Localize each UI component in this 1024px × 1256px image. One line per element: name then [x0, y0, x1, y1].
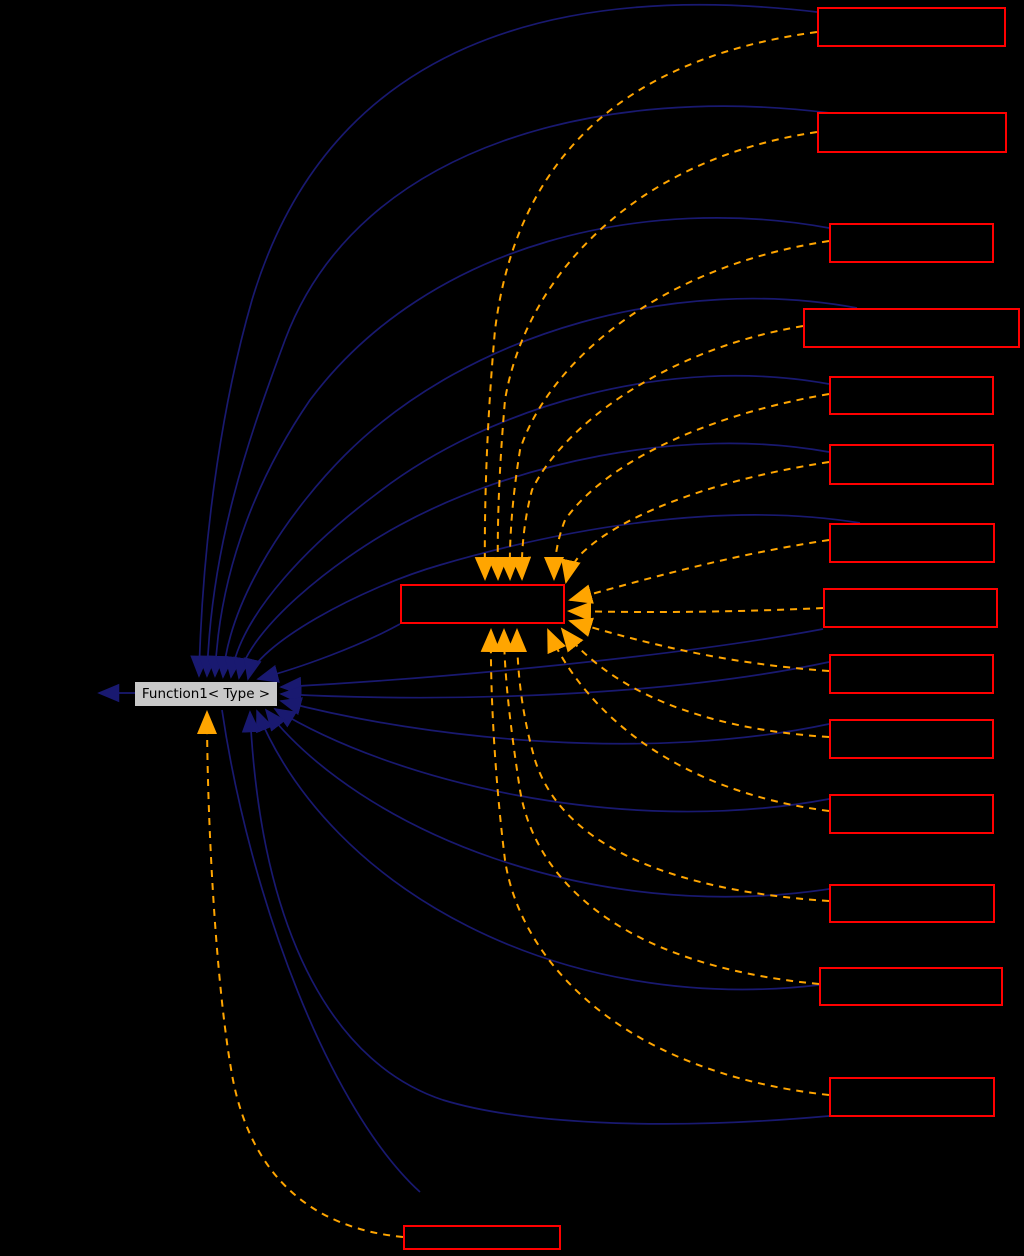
- solid-edge-6: [233, 442, 830, 680]
- right-node-11[interactable]: [829, 794, 994, 834]
- center-node: Function1< Type >: [135, 682, 277, 706]
- solid-edge-hub: [256, 623, 401, 683]
- right-node-14[interactable]: [829, 1077, 995, 1117]
- dashed-edge-8: [567, 601, 824, 622]
- solid-edge-8: [279, 628, 824, 696]
- solid-edge-11: [273, 708, 830, 813]
- dashed-edge-bottom: [197, 710, 404, 1238]
- dashed-edge-2: [487, 131, 818, 581]
- center-node-label: Function1< Type >: [141, 686, 271, 702]
- right-node-5[interactable]: [829, 376, 994, 415]
- dashed-edge-4: [511, 325, 804, 581]
- solid-edge-2: [198, 105, 831, 678]
- right-node-2[interactable]: [817, 112, 1007, 153]
- dashed-edge-13: [494, 628, 820, 985]
- solid-edge-1: [190, 4, 818, 678]
- right-node-6[interactable]: [829, 444, 994, 485]
- right-node-7[interactable]: [829, 523, 995, 563]
- right-node-4[interactable]: [803, 308, 1020, 348]
- dashed-edge-3: [499, 240, 830, 581]
- solid-edge-13: [256, 709, 820, 991]
- dashed-edge-11: [547, 628, 830, 812]
- right-node-8[interactable]: [823, 588, 998, 628]
- dashed-edge-5: [544, 393, 830, 581]
- hub-node[interactable]: [400, 584, 565, 624]
- right-node-1[interactable]: [817, 7, 1006, 47]
- dashed-edge-9: [568, 617, 830, 672]
- solid-edge-5: [224, 374, 830, 679]
- solid-edge-truncated: [221, 709, 421, 1193]
- dashed-edge-6: [561, 461, 830, 584]
- dashed-edge-1: [474, 31, 818, 581]
- dashed-edge-7: [568, 539, 830, 604]
- solid-edge-9: [279, 661, 830, 705]
- right-node-10[interactable]: [829, 719, 994, 759]
- right-node-13[interactable]: [819, 967, 1003, 1006]
- solid-edge-10: [279, 697, 830, 745]
- dashed-edge-10: [560, 627, 830, 738]
- right-node-3[interactable]: [829, 223, 994, 263]
- solid-edge-14: [241, 710, 830, 1125]
- right-node-9[interactable]: [829, 654, 994, 694]
- solid-edge-4: [215, 297, 858, 679]
- solid-edge-12: [264, 708, 830, 898]
- right-node-12[interactable]: [829, 884, 995, 923]
- bottom-node[interactable]: [403, 1225, 561, 1250]
- solid-edge-7: [243, 514, 861, 681]
- solid-edge-3: [206, 217, 830, 678]
